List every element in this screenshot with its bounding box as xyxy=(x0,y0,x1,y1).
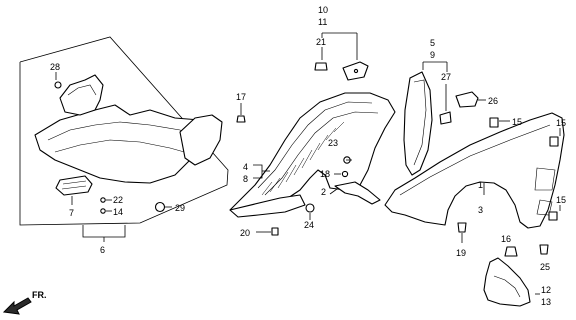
callout-15a: 15 xyxy=(512,117,522,127)
callout-12: 12 xyxy=(541,285,551,295)
callout-13: 13 xyxy=(541,297,551,307)
front-fender-group xyxy=(384,112,565,229)
callout-27: 27 xyxy=(441,72,451,82)
clip-21 xyxy=(314,62,328,71)
front-fender-panel xyxy=(384,112,565,229)
callout-8: 8 xyxy=(243,174,248,184)
bolt-15a xyxy=(489,117,499,128)
under-cover-side-bracket xyxy=(179,114,223,166)
clip-18 xyxy=(341,170,349,178)
grommet-29 xyxy=(154,201,166,213)
inner-fender-group xyxy=(229,92,396,236)
clip-bracket-group xyxy=(314,32,369,81)
callout-17: 17 xyxy=(236,92,246,102)
callout-7: 7 xyxy=(69,208,74,218)
callout-23: 23 xyxy=(328,138,338,148)
nut-28 xyxy=(54,81,62,89)
callout-10: 10 xyxy=(318,5,328,15)
callout-24: 24 xyxy=(304,220,314,230)
callout-3: 3 xyxy=(478,205,483,215)
clip-14 xyxy=(100,208,106,214)
callout-4: 4 xyxy=(243,162,248,172)
callout-15c: 15 xyxy=(556,195,566,205)
callout-5: 5 xyxy=(430,38,435,48)
bolt-17-group xyxy=(236,103,246,123)
fender-stay-group xyxy=(403,61,486,176)
group-box-outline xyxy=(19,36,229,226)
inner-fender-lower-flap xyxy=(229,194,306,218)
screw-20 xyxy=(271,227,279,236)
screw-19 xyxy=(457,222,467,233)
screw-25 xyxy=(539,244,549,255)
fender-stay xyxy=(403,71,433,176)
bolt-15c xyxy=(548,211,558,221)
callout-2: 2 xyxy=(321,187,326,197)
clip-27 xyxy=(439,111,452,125)
callout-25: 25 xyxy=(540,262,550,272)
screw-16 xyxy=(504,246,518,257)
mudguard-12 xyxy=(483,257,531,307)
bracket-2 xyxy=(334,181,381,205)
callout-1: 1 xyxy=(478,180,483,190)
bracket-26 xyxy=(455,91,479,108)
under-cover-clip-7 xyxy=(55,175,93,196)
callout-22: 22 xyxy=(113,195,123,205)
callout-21: 21 xyxy=(316,37,326,47)
mudguard-group xyxy=(457,222,549,307)
callout-16: 16 xyxy=(501,234,511,244)
callout-26: 26 xyxy=(488,96,498,106)
front-direction-label: FR. xyxy=(32,290,47,300)
front-direction-arrow: FR. xyxy=(2,290,47,315)
callout-labels: 1 2 3 4 5 6 7 8 9 10 11 12 13 14 15 15 1… xyxy=(50,5,566,307)
callout-14: 14 xyxy=(113,207,123,217)
screw-22 xyxy=(100,197,106,203)
under-cover-group xyxy=(19,36,229,242)
callout-11: 11 xyxy=(318,17,327,27)
callout-15b: 15 xyxy=(556,118,566,128)
clip-24 xyxy=(305,203,315,213)
callout-6: 6 xyxy=(100,245,105,255)
callout-29: 29 xyxy=(175,203,185,213)
callout-9: 9 xyxy=(430,50,435,60)
under-cover-front-bracket xyxy=(59,74,104,116)
bolt-15b xyxy=(549,136,559,147)
callout-20: 20 xyxy=(240,228,250,238)
callout-19: 19 xyxy=(456,248,466,258)
callout-18: 18 xyxy=(320,169,330,179)
callout-28: 28 xyxy=(50,62,60,72)
